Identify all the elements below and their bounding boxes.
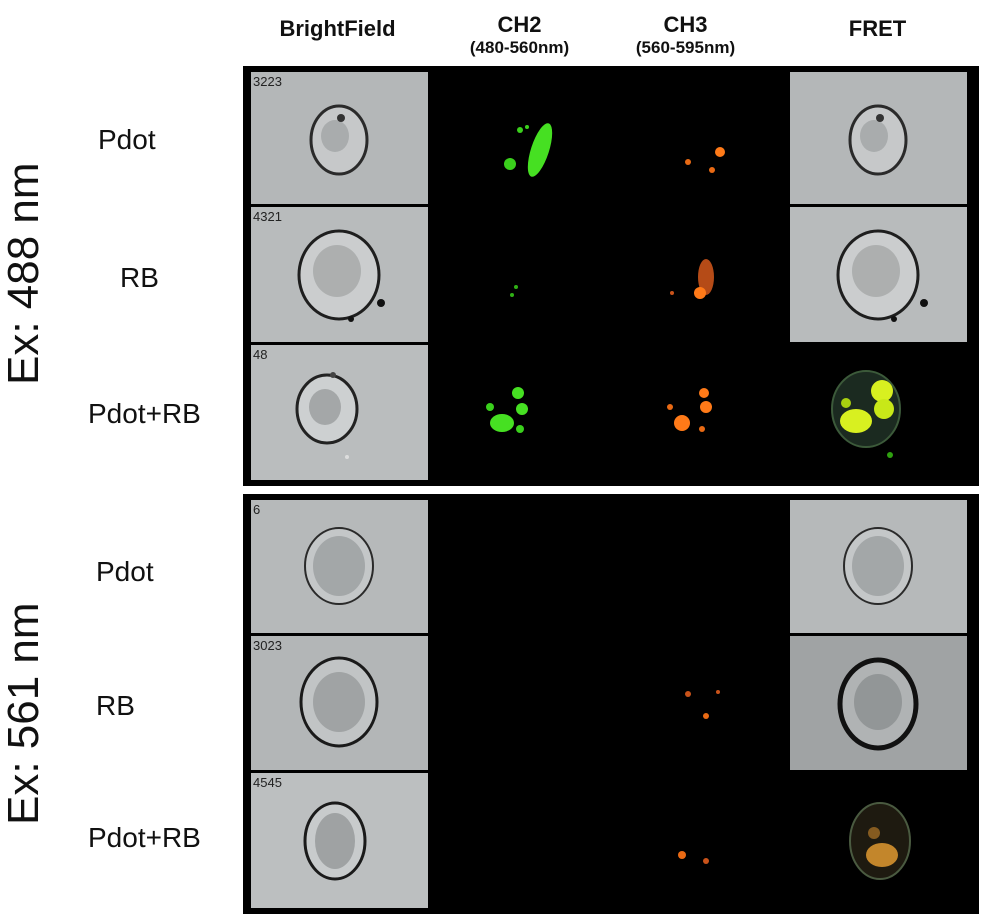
row-label: Pdot	[96, 556, 154, 587]
row-label: Pdot+RB	[88, 822, 201, 853]
ch2-tile	[432, 207, 607, 342]
group-label-ex561: Ex: 561 nm	[0, 602, 48, 825]
row-label: RB	[96, 690, 135, 721]
row-label: RB	[120, 262, 159, 293]
event-id: 3023	[253, 638, 282, 653]
row-label: Pdot	[98, 124, 156, 155]
fret-tile	[790, 72, 967, 204]
column-title: CH3	[663, 12, 708, 37]
row-label: Pdot+RB	[88, 398, 201, 429]
column-header-fret: FRET	[790, 16, 965, 42]
group-label-ex488: Ex: 488 nm	[0, 162, 48, 385]
ch2-tile	[432, 636, 607, 770]
column-subtitle: (480-560nm)	[469, 38, 570, 57]
event-id: 3223	[253, 74, 282, 89]
ch2-tile	[432, 345, 607, 480]
event-id: 4545	[253, 775, 282, 790]
column-header-ch2: CH2 (480-560nm)	[432, 12, 607, 58]
ch2-tile	[432, 500, 607, 633]
ch3-tile	[610, 345, 785, 480]
ch3-tile	[610, 500, 785, 633]
ch3-tile	[610, 636, 785, 770]
fret-tile	[790, 345, 967, 480]
brightfield-tile: 6	[251, 500, 428, 633]
event-id: 4321	[253, 209, 282, 224]
column-subtitle: (560-595nm)	[635, 38, 736, 57]
brightfield-tile: 4321	[251, 207, 428, 342]
column-header-brightfield: BrightField	[250, 16, 425, 42]
column-header-ch3: CH3 (560-595nm)	[598, 12, 773, 58]
event-id: 6	[253, 502, 261, 517]
brightfield-tile: 48	[251, 345, 428, 480]
fret-tile	[790, 500, 967, 633]
ch3-tile	[610, 773, 785, 908]
fret-tile	[790, 207, 967, 342]
ch3-tile	[610, 207, 785, 342]
fret-tile	[790, 636, 967, 770]
column-title: CH2	[497, 12, 542, 37]
ch3-tile	[610, 72, 785, 204]
brightfield-tile: 3223	[251, 72, 428, 204]
column-title: BrightField	[279, 16, 396, 41]
column-title: FRET	[848, 16, 907, 41]
brightfield-tile: 4545	[251, 773, 428, 908]
event-id: 48	[253, 347, 268, 362]
brightfield-tile: 3023	[251, 636, 428, 770]
ch2-tile	[432, 773, 607, 908]
ch2-tile	[432, 72, 607, 204]
fret-tile	[790, 773, 967, 908]
